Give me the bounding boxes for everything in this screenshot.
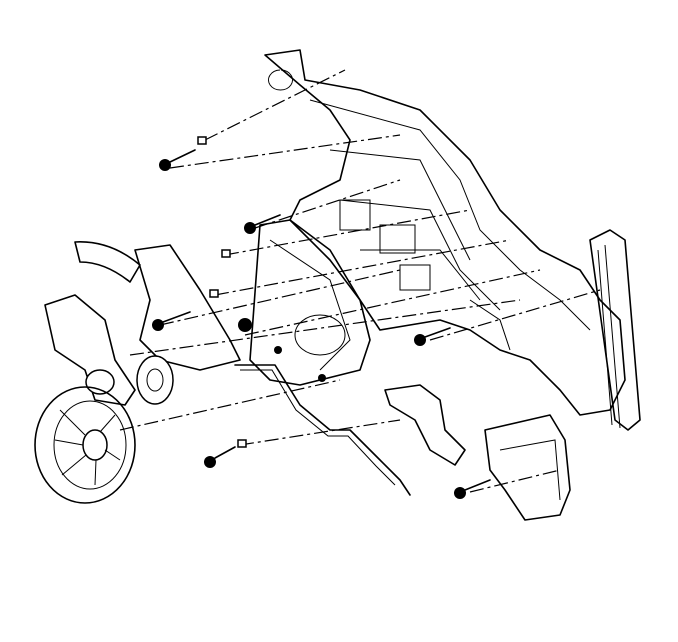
actuator-rod (234, 364, 411, 496)
nut-icon (209, 289, 219, 298)
screw-icon (159, 149, 196, 171)
heater-case (264, 49, 626, 416)
screw-icon (454, 479, 491, 499)
screw-icon (244, 214, 281, 234)
lower-module (484, 414, 571, 521)
nut-icon (237, 439, 247, 448)
screw-icon (238, 318, 252, 332)
motor-housing (134, 219, 371, 386)
duct-flap (74, 241, 141, 283)
alignment-lines (119, 69, 601, 493)
bracket (384, 384, 466, 466)
screw-icon (414, 327, 451, 346)
fasteners (152, 136, 491, 499)
clip-icon (274, 346, 282, 354)
screw-icon (152, 311, 191, 331)
nut-icon (221, 249, 231, 258)
clip-icon (318, 374, 326, 382)
vent-duct (589, 229, 641, 431)
nut-icon (197, 136, 207, 145)
blower-fan (34, 386, 136, 504)
screw-icon (204, 446, 236, 468)
blower-motor (44, 294, 174, 406)
